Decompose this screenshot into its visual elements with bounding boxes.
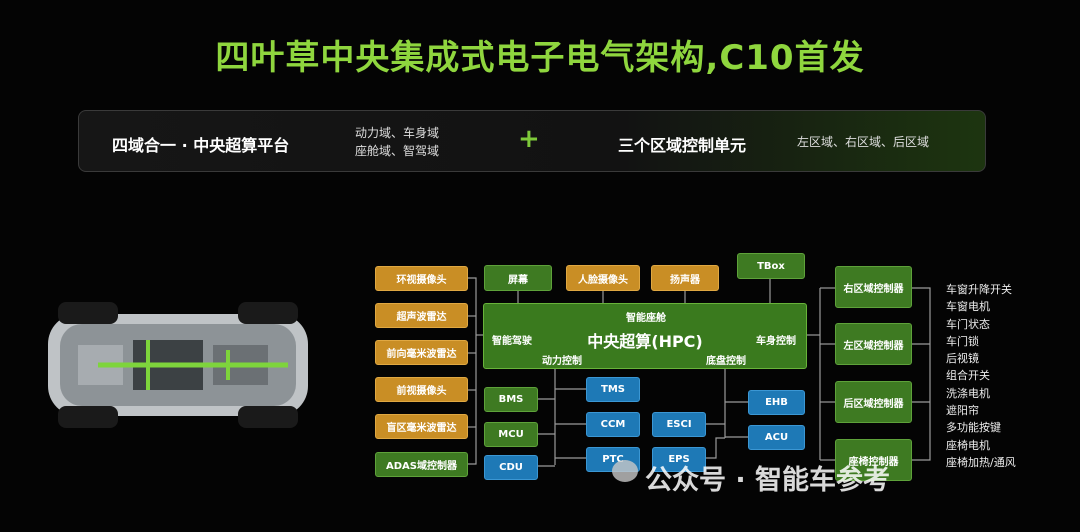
domains-list: 动力域、车身域 座舱域、智驾域 <box>355 124 439 160</box>
list-item: 组合开关 <box>946 369 990 383</box>
plus-icon: + <box>518 124 540 154</box>
watermark: 公众号 · 智能车参考 <box>645 465 891 496</box>
surround-camera-box: 环视摄像头 <box>375 266 468 291</box>
right-zone-controller: 右区域控制器 <box>835 266 912 308</box>
list-item: 车窗升降开关 <box>946 283 1012 296</box>
tbox-box: TBox <box>737 253 805 279</box>
rear-zone-controller: 后区域控制器 <box>835 381 912 423</box>
bms-box: BMS <box>484 387 538 412</box>
list-item: 后视镜 <box>946 352 979 366</box>
acu-box: ACU <box>748 425 805 450</box>
list-item: 车门状态 <box>946 317 990 331</box>
ultrasonic-radar-box: 超声波雷达 <box>375 303 468 328</box>
list-item: 多功能按键 <box>946 421 1001 435</box>
esci-box: ESCI <box>652 412 706 437</box>
tms-box: TMS <box>586 377 640 402</box>
adas-controller-box: ADAS域控制器 <box>375 452 468 477</box>
hpc-title: 中央超算(HPC) <box>587 332 703 351</box>
page-title: 四叶草中央集成式电子电气架构,C10首发 <box>215 38 865 78</box>
left-zone-controller: 左区域控制器 <box>835 323 912 365</box>
screen-box: 屏幕 <box>484 265 552 291</box>
face-camera-box: 人脸摄像头 <box>566 265 640 291</box>
list-item: 座椅加热/通风 <box>946 455 1016 469</box>
list-item: 座椅电机 <box>946 438 990 452</box>
list-item: 车窗电机 <box>946 300 990 314</box>
front-mmwave-radar-box: 前向毫米波雷达 <box>375 340 468 365</box>
cdu-box: CDU <box>484 455 538 480</box>
zones-label: 三个区域控制单元 <box>618 136 747 155</box>
platform-label: 四域合一 · 中央超算平台 <box>112 136 290 155</box>
front-camera-box: 前视摄像头 <box>375 377 468 402</box>
cockpit-label: 智能座舱 <box>626 313 666 324</box>
car-chassis-illustration <box>48 302 308 428</box>
adas-label: 智能驾驶 <box>492 336 532 347</box>
list-item: 洗涤电机 <box>946 386 990 400</box>
list-item: 车门锁 <box>946 334 979 348</box>
domains-line-2: 座舱域、智驾域 <box>355 144 440 158</box>
seat-controller: 座椅控制器 <box>835 439 912 481</box>
ccm-box: CCM <box>586 412 640 437</box>
actuator-list: 车窗升降开关 车窗电机 车门状态 车门锁 后视镜 组合开关 洗涤电机 遮阳帘 多… <box>946 281 1016 471</box>
list-item: 遮阳帘 <box>946 404 979 418</box>
summary-banner <box>78 110 986 172</box>
wechat-icon <box>612 460 638 482</box>
blind-spot-radar-box: 盲区毫米波雷达 <box>375 414 468 439</box>
zones-list: 左区域、右区域、后区域 <box>797 135 930 149</box>
mcu-box: MCU <box>484 422 538 447</box>
chassis-control-label: 底盘控制 <box>706 356 746 367</box>
hpc-central-computer: 智能座舱 智能驾驶 中央超算(HPC) 车身控制 动力控制 底盘控制 <box>483 303 807 369</box>
domains-line-1: 动力域、车身域 <box>355 126 440 140</box>
body-control-label: 车身控制 <box>756 336 796 347</box>
power-control-label: 动力控制 <box>542 356 582 367</box>
ehb-box: EHB <box>748 390 805 415</box>
eps-box: EPS <box>652 447 706 472</box>
speaker-box: 扬声器 <box>651 265 719 291</box>
